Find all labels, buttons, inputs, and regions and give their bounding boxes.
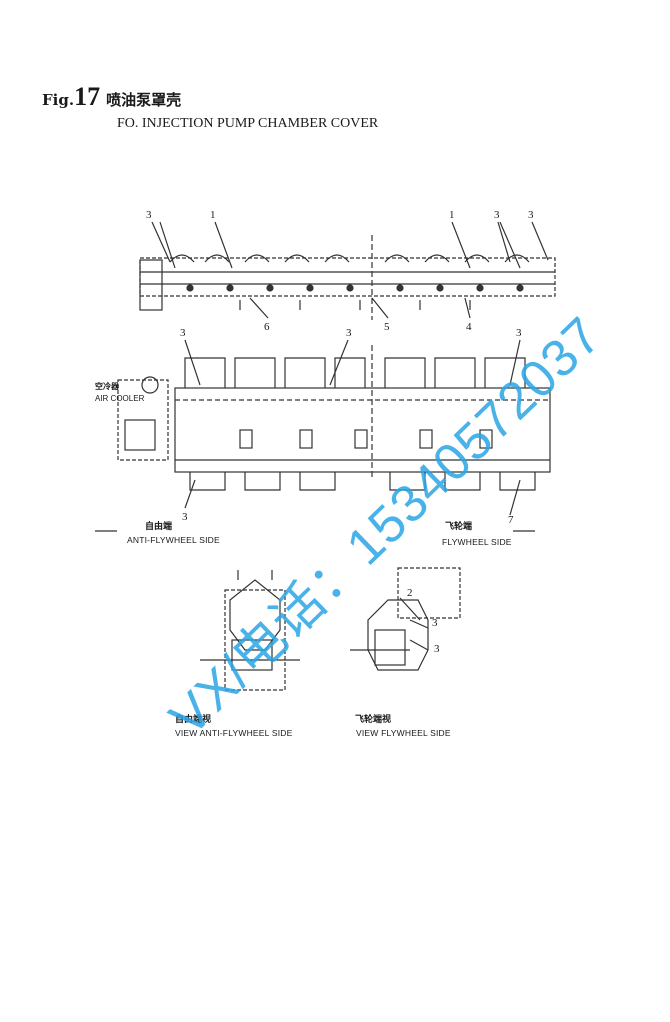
flywheel-side-en: FLYWHEEL SIDE [442,537,512,547]
anti-flywheel-side-en: ANTI-FLYWHEEL SIDE [127,535,220,545]
callout-6: 6 [264,321,270,333]
callout-3: 3 [434,643,440,655]
figure-label: Fig.17 喷油泵罩壳 [42,84,181,110]
figure-title-cn: 喷油泵罩壳 [106,91,182,109]
callout-3: 3 [180,327,186,339]
callout-1: 1 [210,209,216,221]
callout-3: 3 [528,209,534,221]
air-cooler-label-en: AIR COOLER [95,394,145,403]
figure-number: 17 [74,82,101,111]
view-flywheel-cn: 飞轮端视 [355,715,392,725]
figure-prefix: Fig. [42,91,75,109]
anti-flywheel-side-cn: 自由端 [145,522,173,532]
callout-3: 3 [494,209,500,221]
air-cooler-label-cn: 空冷器 [95,381,119,391]
callout-1: 1 [449,209,455,221]
callout-4: 4 [466,321,472,333]
callout-2: 2 [407,587,413,599]
callout-7: 7 [508,514,514,526]
view-flywheel-en: VIEW FLYWHEEL SIDE [356,728,451,738]
figure-title-en: FO. INJECTION PUMP CHAMBER COVER [117,116,379,131]
callout-3: 3 [516,327,522,339]
view-anti-flywheel [200,570,300,691]
view-flywheel [350,567,461,671]
top-view [139,221,556,320]
callout-3: 3 [182,511,188,523]
view-anti-flywheel-en: VIEW ANTI-FLYWHEEL SIDE [175,728,293,738]
flywheel-side-cn: 飞轮端 [445,522,473,532]
callout-3: 3 [346,327,352,339]
callout-3: 3 [146,209,152,221]
view-anti-flywheel-cn: 自由端视 [175,715,212,725]
callout-5: 5 [384,321,390,333]
side-view [95,339,551,532]
callout-3: 3 [432,617,438,629]
